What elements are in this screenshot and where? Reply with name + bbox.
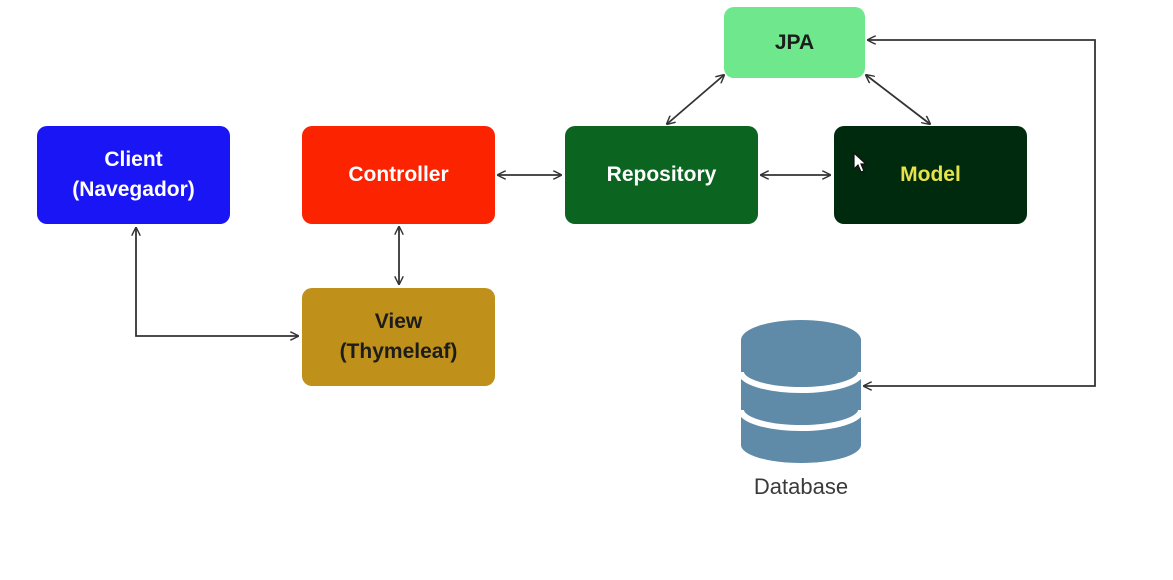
client-label-line1: Client: [104, 148, 163, 171]
connector-repository-jpa: [667, 75, 724, 124]
connector-jpa-database: [864, 40, 1096, 386]
jpa-label: JPA: [774, 30, 815, 54]
controller-label: Controller: [348, 163, 449, 186]
controller-node: Controller: [302, 126, 495, 224]
view-label-line2: (Thymeleaf): [339, 340, 458, 363]
mouse-pointer-icon: [853, 152, 868, 173]
view-label-line1: View: [374, 310, 423, 333]
repository-label: Repository: [606, 163, 717, 186]
client-node: Client (Navegador): [37, 126, 230, 224]
connector-jpa-model: [866, 75, 930, 124]
database-label: Database: [753, 474, 849, 499]
client-label-line2: (Navegador): [72, 178, 195, 201]
model-node: Model: [834, 126, 1027, 224]
model-label: Model: [900, 163, 961, 186]
repository-node: Repository: [565, 126, 758, 224]
jpa-node: JPA: [724, 7, 865, 78]
view-node: View (Thymeleaf): [302, 288, 495, 386]
connector-client-view: [136, 228, 298, 336]
database-icon: [738, 320, 864, 463]
